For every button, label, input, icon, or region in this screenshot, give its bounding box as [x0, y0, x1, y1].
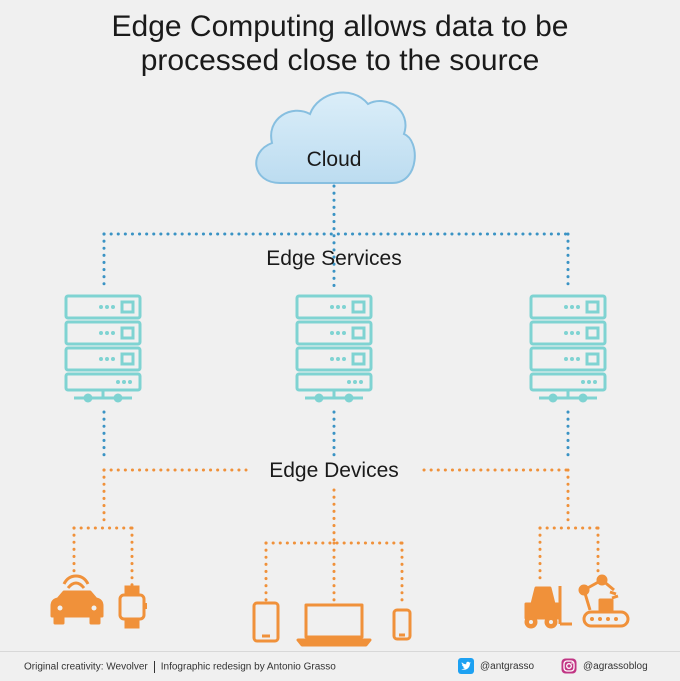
twitter-icon — [458, 658, 474, 674]
server-icon — [529, 294, 607, 403]
phone-icon — [392, 608, 412, 641]
forklift-icon — [524, 586, 572, 629]
car-icon — [50, 574, 104, 625]
edge-services-label: Edge Services — [266, 247, 402, 270]
instagram-handle: @agrassoblog — [583, 660, 648, 672]
cloud-label: Cloud — [306, 148, 362, 171]
smartwatch-icon — [118, 585, 147, 629]
title-line-2: processed close to the source — [140, 44, 540, 77]
edge-devices-label: Edge Devices — [269, 459, 399, 482]
twitter-handle: @antgrasso — [480, 660, 535, 672]
credit-text: Original creativity: Wevolver Infographic… — [24, 661, 336, 673]
server-icon — [295, 294, 373, 403]
laptop-icon — [296, 603, 372, 647]
edge-computing-diagram — [50, 91, 630, 647]
instagram-link[interactable]: @agrassoblog — [561, 658, 648, 674]
twitter-link[interactable]: @antgrasso — [458, 658, 534, 674]
instagram-icon — [561, 658, 577, 674]
credit-separator — [153, 661, 155, 673]
diagram-title: Edge Computing allows data to be process… — [0, 10, 680, 78]
robot-arm-icon — [578, 574, 630, 628]
title-line-1: Edge Computing allows data to be — [111, 10, 569, 43]
cloud-icon — [255, 91, 416, 184]
redesign-credit: Infographic redesign by Antonio Grasso — [160, 661, 336, 673]
device-connections — [72, 468, 600, 608]
server-icon — [64, 294, 142, 403]
cloud-connections — [102, 184, 570, 457]
original-credit: Original creativity: Wevolver — [24, 661, 148, 673]
tablet-icon — [252, 601, 280, 643]
footer: Original creativity: Wevolver Infographic… — [0, 651, 680, 681]
